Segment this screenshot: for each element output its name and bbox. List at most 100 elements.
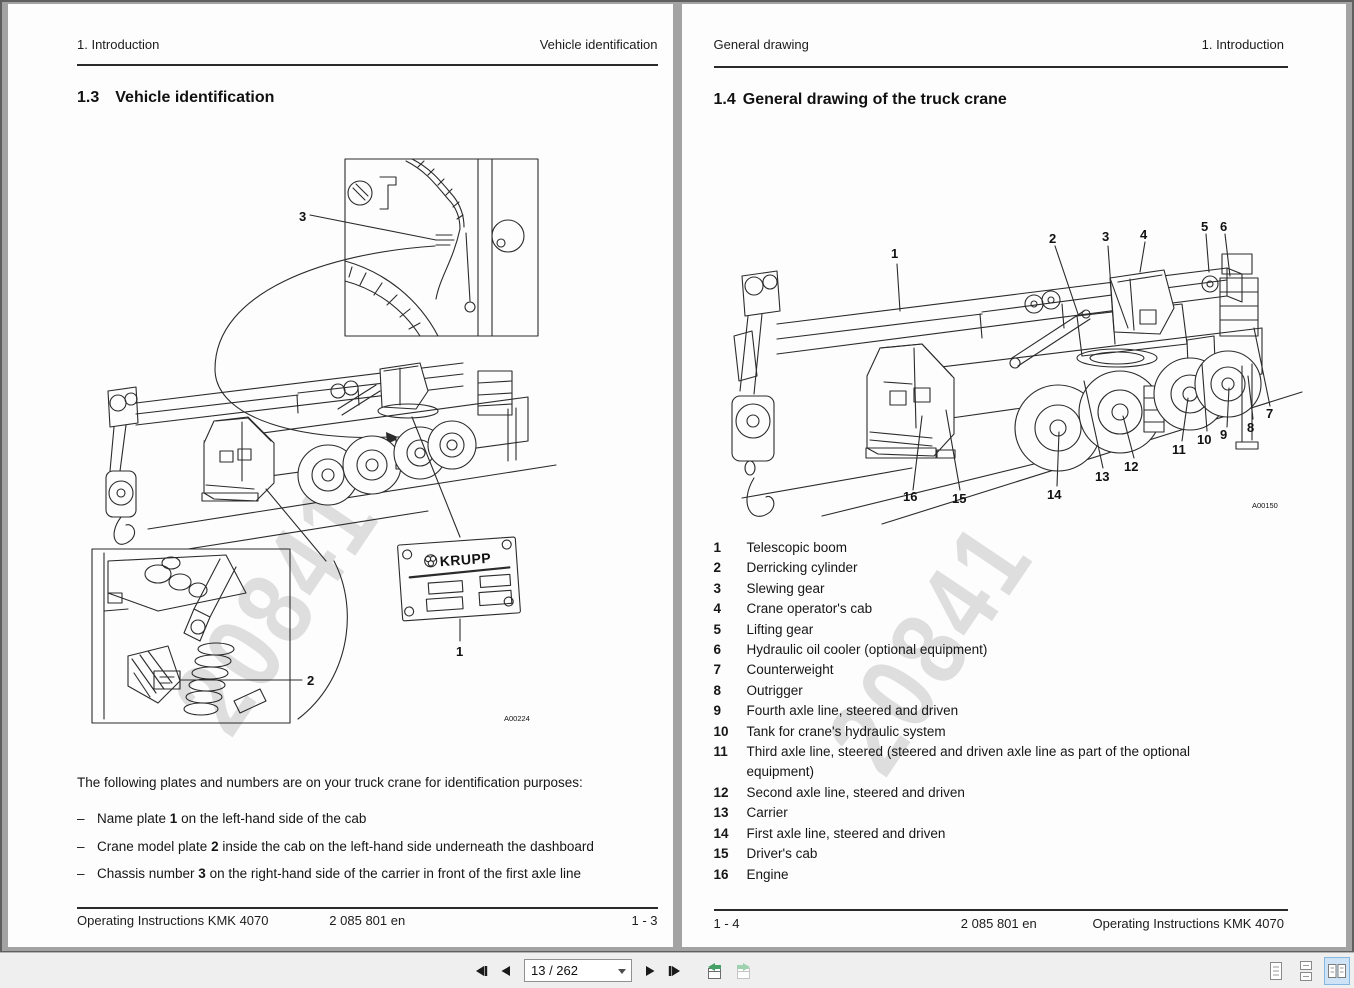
callout-2: 2 [1049, 231, 1056, 246]
bullet-dash: – [77, 838, 85, 854]
footer-doc-number: 2 085 801 en [960, 916, 1037, 931]
legend-item: 15 Driver's cab [714, 844, 1289, 864]
bullet-text: Chassis number 3 on the right-hand side … [97, 866, 582, 882]
callout-model-plate: 2 [307, 673, 314, 688]
facing-pages-view-button[interactable] [1324, 956, 1350, 985]
legend-number: 3 [713, 580, 722, 596]
legend-item: 1 Telescopic boom [714, 538, 1289, 558]
continuous-view-button[interactable] [1294, 957, 1318, 985]
next-page-button[interactable] [642, 962, 659, 980]
section-number: 1.3 [77, 89, 100, 106]
header-rule [713, 66, 1288, 68]
legend-item: 13 Carrier [714, 803, 1289, 823]
legend-text: Outrigger [746, 682, 803, 698]
general-drawing-legend: 1 Telescopic boom 2 Derricking cylinder … [714, 538, 1289, 885]
vehicle-identification-figure: 3 [91, 158, 557, 724]
section-number: 1.4 [713, 91, 736, 108]
legend-number: 4 [713, 601, 722, 617]
footer-doc-title: Operating Instructions KMK 4070 [77, 913, 269, 928]
previous-view-icon [708, 962, 721, 979]
legend-number: 6 [713, 642, 722, 658]
legend-item: 8 Outrigger [714, 681, 1289, 701]
footer-page-number: 1 - 4 [713, 916, 740, 931]
callout-16: 16 [903, 489, 917, 504]
callout-11: 11 [1172, 442, 1186, 457]
legend-text: First axle line, steered and driven [746, 825, 946, 841]
legend-text: Engine [746, 866, 789, 882]
next-view-button[interactable] [732, 960, 756, 982]
first-page-button[interactable] [472, 962, 491, 980]
bullet-item: – Chassis number 3 on the right-hand sid… [77, 864, 657, 884]
previous-page-button[interactable] [497, 962, 514, 980]
legend-number: 16 [713, 866, 729, 882]
callout-10: 10 [1197, 432, 1211, 447]
footer-page-number: 1 - 3 [631, 913, 658, 928]
last-page-icon [668, 965, 680, 976]
legend-number: 10 [713, 723, 729, 739]
legend-number: 14 [713, 825, 729, 841]
running-head-section: 1. Introduction [77, 37, 160, 52]
section-title: General drawing of the truck crane [742, 91, 1007, 108]
figure-id-left: A00224 [504, 714, 530, 723]
legend-text: Tank for crane's hydraulic system [746, 723, 946, 739]
legend-text: Counterweight [746, 662, 834, 678]
footer-doc-number: 2 085 801 en [329, 913, 406, 928]
legend-number: 7 [713, 662, 722, 678]
legend-text: Third axle line, steered (steered and dr… [746, 744, 1191, 780]
callout-7: 7 [1266, 406, 1273, 421]
callout-13: 13 [1095, 469, 1109, 484]
legend-text: Carrier [746, 805, 788, 821]
page-left: 20841 1. Introduction Vehicle identifica… [8, 4, 673, 947]
legend-number: 11 [713, 744, 728, 760]
callout-4: 4 [1140, 227, 1148, 242]
legend-item: 14 First axle line, steered and driven [714, 824, 1289, 844]
continuous-page-icon [1300, 960, 1312, 981]
general-drawing-figure: 1 2 3 4 5 6 7 8 9 10 11 12 13 14 15 16 A… [730, 219, 1303, 525]
callout-1: 1 [891, 246, 898, 261]
section-heading: 1.3 Vehicle identification [77, 89, 274, 107]
single-page-icon [1270, 961, 1282, 980]
callout-8: 8 [1247, 420, 1254, 435]
left-page-footer: Operating Instructions KMK 4070 2 085 80… [77, 913, 658, 931]
section-title: Vehicle identification [115, 89, 275, 106]
identification-bullets: – Name plate 1 on the left-hand side of … [77, 809, 657, 884]
right-page-header: General drawing 1. Introduction [714, 37, 1285, 52]
first-page-icon [476, 965, 488, 976]
legend-text: Lifting gear [746, 621, 814, 637]
legend-number: 15 [713, 846, 729, 862]
page-navigation [472, 953, 756, 988]
last-page-button[interactable] [665, 962, 684, 980]
callout-14: 14 [1047, 487, 1062, 502]
plate-brand-text: KRUPP [439, 550, 492, 570]
legend-number: 2 [713, 560, 722, 576]
page-dropdown-caret-icon[interactable] [618, 969, 626, 974]
callout-name-plate: 1 [456, 644, 463, 659]
legend-text: Crane operator's cab [746, 601, 873, 617]
footer-rule [713, 909, 1288, 911]
previous-page-icon [501, 965, 510, 976]
single-page-view-button[interactable] [1264, 957, 1288, 985]
legend-number: 5 [713, 621, 722, 637]
callout-3: 3 [1102, 229, 1109, 244]
callout-5: 5 [1201, 219, 1208, 234]
page-number-box [524, 959, 632, 982]
legend-text: Driver's cab [746, 846, 818, 862]
page-layout-controls [1264, 953, 1350, 988]
legend-item: 10 Tank for crane's hydraulic system [714, 722, 1289, 742]
footer-doc-title: Operating Instructions KMK 4070 [1092, 916, 1285, 931]
viewer-toolbar [0, 952, 1354, 988]
bullet-item: – Crane model plate 2 inside the cab on … [77, 837, 657, 857]
legend-item: 3 Slewing gear [714, 579, 1289, 599]
page-number-input[interactable] [525, 962, 615, 979]
legend-text: Telescopic boom [746, 540, 848, 555]
running-head-topic: Vehicle identification [539, 37, 658, 52]
bullet-dash: – [77, 866, 85, 882]
callout-9: 9 [1220, 427, 1227, 442]
legend-item: 9 Fourth axle line, steered and driven [714, 701, 1289, 721]
next-page-icon [646, 965, 655, 976]
figure-id-right: A00150 [1252, 501, 1278, 510]
legend-number: 12 [713, 784, 729, 800]
legend-number: 1 [713, 540, 722, 555]
previous-view-button[interactable] [702, 960, 726, 982]
